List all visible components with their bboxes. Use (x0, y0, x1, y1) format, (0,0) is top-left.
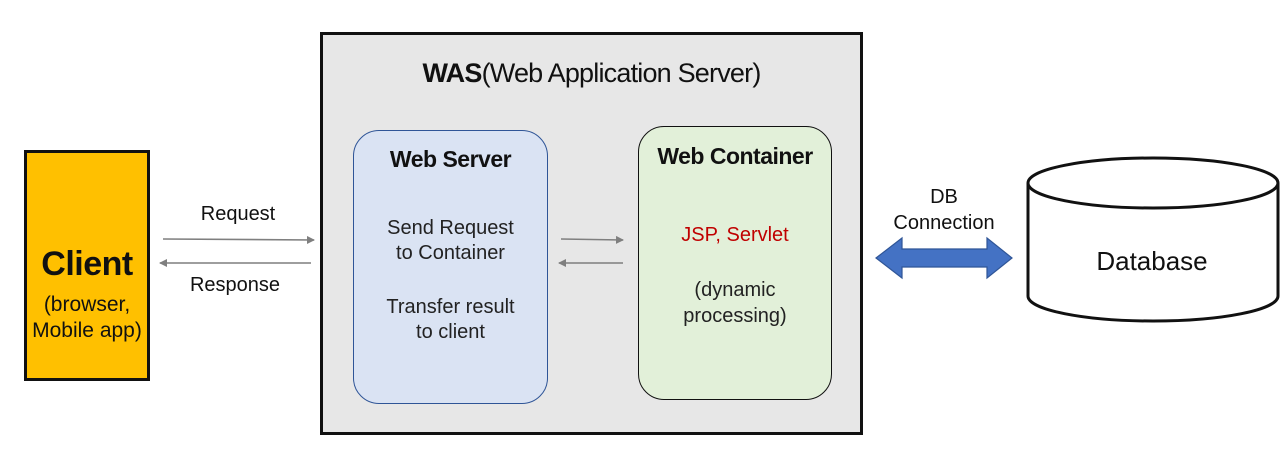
web-server-title: Web Server (389, 146, 512, 172)
client-subtitle: (browser, Mobile app) (24, 292, 150, 344)
client-subtitle-line1: (browser, (43, 293, 131, 316)
db-connection-line2: Connection (893, 212, 995, 234)
client-title: Client (41, 245, 133, 283)
request-arrow (162, 235, 315, 244)
db-connection-double-arrow (875, 236, 1013, 280)
client-subtitle-line2: Mobile app) (32, 319, 142, 342)
response-label: Response (189, 274, 281, 296)
web-container-description: (dynamic processing) (638, 277, 832, 329)
web-container-desc-line1: (dynamic (694, 279, 776, 301)
web-server-transfer-text: Transfer result to client (353, 295, 548, 345)
server-to-container-arrow (560, 235, 624, 244)
was-title-bold: WAS (422, 58, 482, 88)
web-container-box (638, 126, 832, 400)
web-container-title: Web Container (657, 143, 813, 169)
database-cylinder (1026, 156, 1280, 323)
db-connection-line1: DB (930, 186, 958, 208)
web-server-line1: Send Request (387, 217, 514, 239)
request-label: Request (200, 203, 276, 225)
web-container-tech: JSP, Servlet (681, 224, 789, 246)
web-server-line3: Transfer result (386, 296, 515, 318)
web-container-desc-line2: processing) (683, 305, 787, 327)
web-server-line2: to Container (396, 242, 505, 264)
web-server-box (353, 130, 548, 404)
web-server-send-text: Send Request to Container (353, 216, 548, 266)
client-box (24, 150, 150, 381)
db-connection-label: DB Connection (876, 184, 1012, 236)
database-label: Database (1096, 246, 1208, 276)
was-title-rest: (Web Application Server) (481, 58, 762, 88)
was-title: WAS(Web Application Server) (320, 58, 863, 89)
web-server-line4: to client (416, 321, 485, 343)
